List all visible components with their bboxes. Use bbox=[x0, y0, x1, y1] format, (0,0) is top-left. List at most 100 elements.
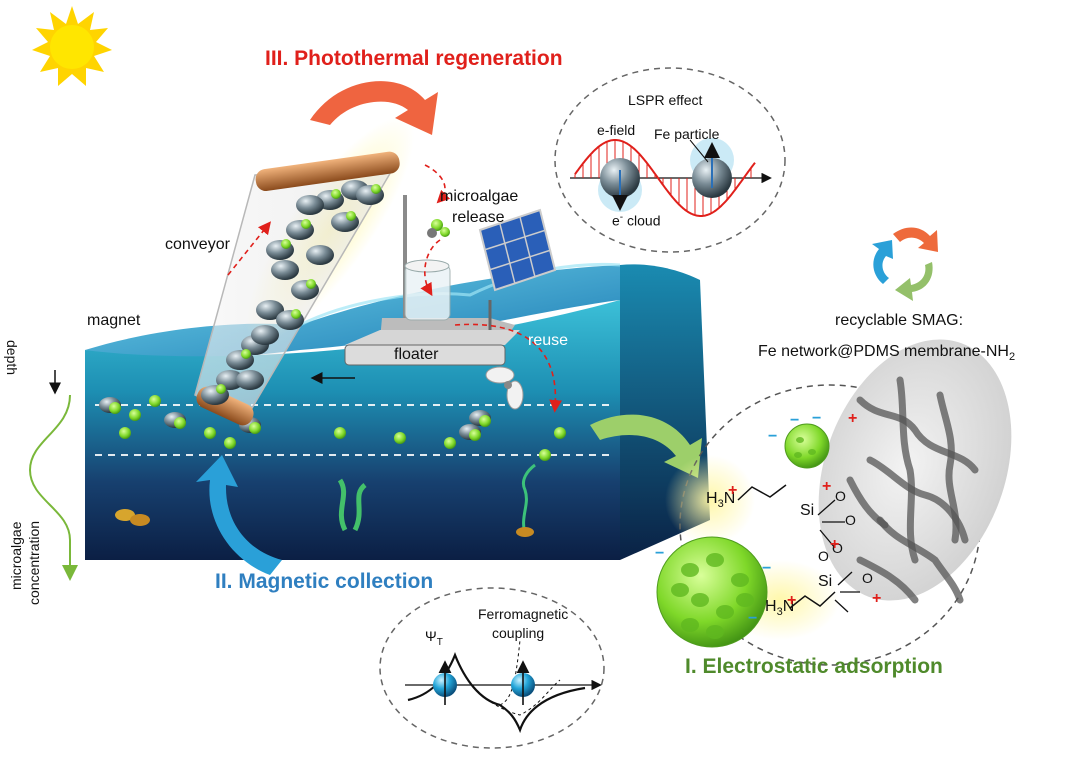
psi-sub: T bbox=[436, 636, 443, 648]
chloroplast bbox=[706, 625, 724, 639]
algae-cell bbox=[204, 427, 216, 439]
algae-cell bbox=[129, 409, 141, 421]
conveyor-belt bbox=[194, 117, 415, 426]
algae-cell bbox=[109, 402, 121, 414]
label-floater: floater bbox=[394, 346, 439, 363]
algae-cell bbox=[394, 432, 406, 444]
sun-icon bbox=[32, 6, 112, 86]
chem-o-2: O bbox=[845, 512, 856, 528]
iron-particle bbox=[296, 195, 324, 215]
lspr-efield: e-field bbox=[597, 122, 636, 138]
chloroplast bbox=[736, 593, 754, 607]
lspr-inset bbox=[554, 67, 786, 253]
algae-cell bbox=[554, 427, 566, 439]
fe-network bbox=[846, 376, 979, 604]
seaweed-plants bbox=[115, 463, 536, 537]
fe-strand bbox=[896, 376, 919, 564]
chem-h3n-top: H3N bbox=[706, 490, 735, 510]
charge-plus-4: + bbox=[830, 536, 840, 553]
label-reuse: reuse bbox=[528, 332, 569, 349]
title-photothermal: III. Photothermal regeneration bbox=[265, 47, 563, 70]
reuse-arrow bbox=[454, 323, 563, 413]
ferro-psi: ΨT bbox=[425, 628, 443, 648]
algae-cell bbox=[249, 422, 261, 434]
chloroplast bbox=[796, 437, 804, 443]
algae-cell bbox=[119, 427, 131, 439]
fe-strand bbox=[846, 476, 889, 529]
algae-cell bbox=[241, 349, 251, 359]
charge-plus-3: + bbox=[822, 478, 832, 495]
algae-cell bbox=[306, 279, 316, 289]
algae-cell bbox=[469, 429, 481, 441]
chem-o-5: O bbox=[862, 570, 873, 586]
algae-cell bbox=[224, 437, 236, 449]
algae-cell bbox=[216, 384, 226, 394]
recycle-line2: Fe network@PDMS membrane-NH2 bbox=[758, 343, 1015, 363]
label-conveyor: conveyor bbox=[165, 236, 230, 253]
fe-strand bbox=[876, 516, 964, 604]
chloroplast bbox=[731, 573, 749, 587]
label-depth: depth bbox=[4, 340, 20, 376]
chloroplast bbox=[808, 449, 816, 455]
chem-si-top: Si bbox=[800, 502, 815, 519]
fe-strand bbox=[856, 396, 979, 474]
iron-particle bbox=[251, 325, 279, 345]
algae-cell bbox=[444, 437, 456, 449]
lspr-fe-particle: Fe particle bbox=[654, 126, 720, 142]
label-microalgae-conc-2: concentration bbox=[26, 520, 42, 605]
propeller-icon bbox=[485, 366, 524, 410]
label-microalgae-conc-1: microalgae bbox=[8, 521, 24, 590]
charge-minus-6: − bbox=[748, 610, 758, 627]
chloroplast bbox=[794, 452, 802, 458]
ferro-line1: Ferromagnetic bbox=[478, 606, 569, 622]
label-magnet: magnet bbox=[87, 312, 141, 329]
chloroplast bbox=[671, 583, 689, 597]
psi-symbol: Ψ bbox=[425, 628, 437, 644]
chem-o-1: O bbox=[835, 488, 846, 504]
charge-plus-6: + bbox=[848, 410, 858, 427]
chem-o-4: O bbox=[818, 548, 829, 564]
algae-cell bbox=[301, 219, 311, 229]
charge-minus-2: − bbox=[768, 428, 778, 445]
fe-strand bbox=[936, 391, 960, 544]
water-body bbox=[85, 262, 710, 560]
charge-plus-1: + bbox=[728, 482, 738, 499]
charge-minus-3: − bbox=[812, 410, 822, 427]
recycle-line1: recyclable SMAG: bbox=[835, 312, 964, 329]
ferro-line2: coupling bbox=[492, 625, 545, 641]
recycle-line2-sub: 2 bbox=[1008, 351, 1016, 364]
solar-panel-icon bbox=[478, 208, 557, 292]
lspr-cloud: cloud bbox=[627, 212, 661, 229]
lspr-e: e bbox=[612, 212, 620, 229]
algae-cell bbox=[334, 427, 346, 439]
iron-particle bbox=[256, 300, 284, 320]
charge-plus-5: + bbox=[872, 590, 882, 607]
algae-cell bbox=[346, 211, 356, 221]
chem-si-bottom: Si bbox=[818, 573, 833, 590]
charge-minus-4: − bbox=[655, 545, 665, 562]
lspr-e-cloud: e- cloud bbox=[612, 212, 661, 229]
algae-cell bbox=[174, 417, 186, 429]
chloroplast bbox=[691, 593, 709, 607]
algae-cell bbox=[149, 395, 161, 407]
algae-cell bbox=[371, 184, 381, 194]
title-magnetic: II. Magnetic collection bbox=[215, 570, 434, 593]
iron-particle bbox=[271, 260, 299, 280]
chloroplast bbox=[706, 553, 724, 567]
belt-particles bbox=[201, 180, 384, 405]
algae-cell bbox=[539, 449, 551, 461]
algae-cell bbox=[331, 189, 341, 199]
n-bottom: N bbox=[782, 598, 795, 615]
fe-strand bbox=[856, 556, 919, 604]
h-top: H bbox=[706, 490, 718, 507]
photothermal-curved-arrow bbox=[310, 81, 438, 135]
ferromagnetic-inset bbox=[379, 587, 605, 749]
algae-cell bbox=[291, 309, 301, 319]
adsorption-arrow bbox=[590, 414, 702, 478]
chem-o-3: O bbox=[832, 540, 843, 556]
chloroplast bbox=[716, 605, 734, 619]
charge-plus-2: + bbox=[787, 592, 797, 609]
algae-cell bbox=[479, 415, 491, 427]
